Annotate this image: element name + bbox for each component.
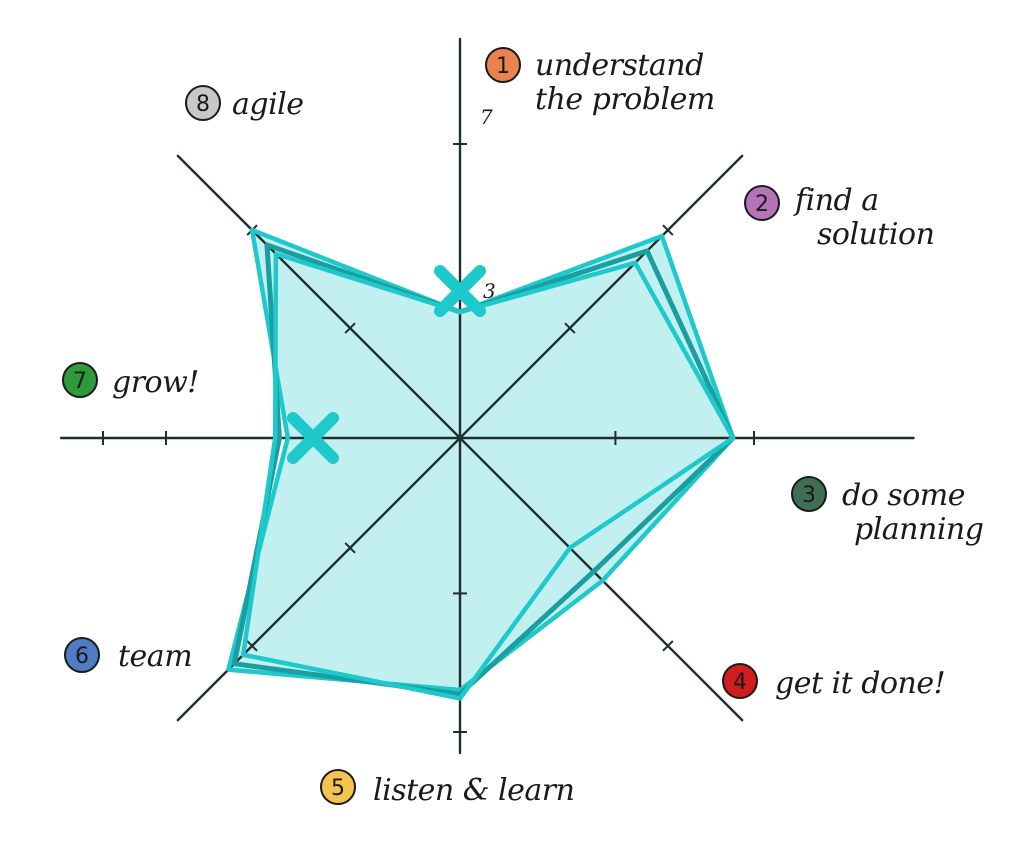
axis-tick [662,640,674,652]
axis-label-6: 6 team [64,637,193,674]
axis-label-text: find a [793,183,879,218]
number-badge-4 [722,663,758,699]
number-badge-1 [485,47,521,83]
axis-label-text: listen & learn [373,773,574,808]
radar-series-3 [240,251,736,701]
axis-label-text: get it done! [775,666,945,701]
number-badge-2 [744,185,780,221]
axis-tick [564,322,576,334]
axis-tick [246,640,258,652]
axis-label-text: do some [842,478,965,513]
axis-label-text: understand [535,48,704,83]
tick-label-7: 7 [480,105,493,129]
axis-tick [344,322,356,334]
badge-number: 4 [733,670,747,695]
axis-label-5: 5 listen & learn [320,769,575,808]
axis-label-8: 8 agile [185,85,304,122]
number-badge-6 [64,637,100,673]
axis-label-text: solution [817,217,934,252]
badge-number: 1 [496,54,510,79]
axis-label-text: grow! [112,365,199,400]
number-badge-3 [791,476,827,512]
badge-number: 8 [196,92,210,117]
radar-series-2 [231,242,736,697]
badge-number: 2 [755,192,769,217]
radar-series-1 [226,227,736,693]
tick-label-3: 3 [483,279,496,303]
axis-label-text: the problem [535,82,715,117]
badge-number: 6 [75,644,89,669]
axis-label-4: 4 get it done! [722,663,946,701]
number-badge-7 [62,362,98,398]
axis-label-text: agile [232,87,304,122]
axis-label-text: planning [854,512,983,547]
x-marker-axis-1 [434,265,486,317]
badge-number: 5 [331,776,345,801]
axis-tick [344,542,356,554]
badge-number: 3 [802,483,816,508]
number-badge-5 [320,769,356,805]
badge-number: 7 [73,369,87,394]
axis-label-7: 7 grow! [62,362,199,400]
axis-tick [662,224,674,236]
number-badge-8 [185,85,221,121]
x-marker-axis-7 [287,412,339,464]
axis-line-2 [458,154,744,440]
axis-line-6 [176,436,462,722]
axis-label-text: team [118,639,192,674]
axis-line-8 [176,154,462,440]
